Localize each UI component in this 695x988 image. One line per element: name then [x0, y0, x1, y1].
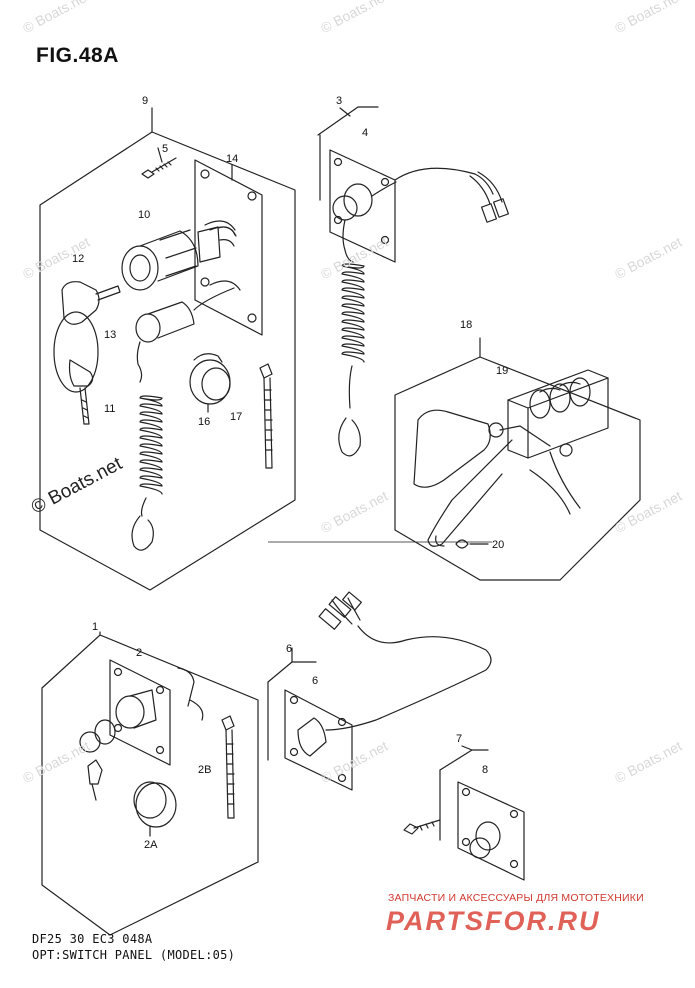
callout-16: 16: [198, 416, 210, 428]
cable-tie-17: [259, 363, 273, 469]
footer-caption: OPT:SWITCH PANEL (MODEL:05): [32, 948, 236, 962]
assembly-3: [317, 106, 510, 457]
callout-10: 10: [138, 209, 150, 221]
callout-2: 2: [136, 647, 142, 659]
stop-switch-13: [135, 287, 235, 383]
callout-14: 14: [226, 153, 238, 165]
assembly-6: [267, 591, 492, 791]
cap-16: [189, 353, 231, 413]
callout-6: 6: [312, 675, 318, 687]
callout-8: 8: [482, 764, 488, 776]
callout-19: 19: [496, 365, 508, 377]
callout-3: 3: [336, 95, 342, 107]
key-switch-10: [121, 226, 237, 291]
screw-5: [141, 147, 177, 179]
figure-title: FIG.48A: [36, 44, 119, 67]
brand-logo: PARTSFOR.RU: [386, 906, 601, 936]
group-outline-9: [39, 131, 296, 591]
callout-6-group: 6: [286, 643, 292, 655]
footer-code: DF25 30 EC3 048A: [32, 932, 153, 946]
callout-9: 9: [142, 95, 148, 107]
callout-11: 11: [104, 403, 115, 415]
coiled-cord-9: [131, 395, 163, 551]
callout-18: 18: [460, 319, 472, 331]
assembly-7: [403, 745, 525, 881]
assembly-9: [39, 107, 296, 591]
callout-7: 7: [456, 733, 462, 745]
key-12: [53, 281, 121, 425]
callout-12: 12: [72, 253, 84, 265]
callout-4: 4: [362, 127, 368, 139]
callout-20: 20: [492, 539, 504, 551]
callout-13: 13: [104, 329, 116, 341]
assembly-1: [41, 631, 259, 936]
assembly-18: [394, 337, 641, 581]
callout-17: 17: [230, 411, 242, 423]
plate-14: [194, 159, 263, 336]
group-outline-18: [394, 356, 641, 581]
callout-2b: 2B: [198, 764, 211, 776]
callout-5: 5: [162, 143, 168, 155]
callout-1: 1: [92, 621, 98, 633]
callout-2a: 2A: [144, 839, 158, 851]
brand-tagline: ЗАПЧАСТИ И АКСЕССУАРЫ ДЛЯ МОТОТЕХНИКИ: [388, 892, 644, 904]
